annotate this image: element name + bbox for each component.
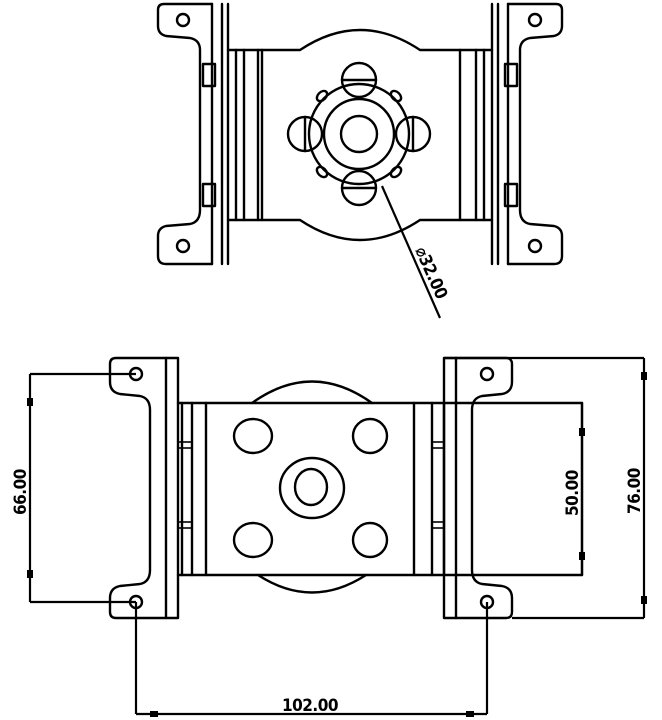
diameter-label: ⌀32.00: [410, 244, 450, 302]
dimension-66: 66.00: [11, 372, 136, 604]
output-shaft-inner: [293, 467, 329, 507]
top-right-hole-upper: [527, 12, 543, 28]
dimension-76: 76.00: [444, 356, 647, 620]
top-left-hole-lower: [175, 238, 191, 254]
top-view: ⌀32.00: [156, 2, 564, 319]
dimension-50: 50.00: [563, 403, 585, 575]
svg-text:102.00: 102.00: [282, 696, 338, 716]
svg-text:66.00: 66.00: [11, 469, 31, 515]
front-right-bracket: [442, 356, 514, 620]
top-right-hole-lower: [527, 238, 543, 254]
top-left-bracket: [156, 2, 214, 266]
front-hole-tl: [232, 417, 274, 455]
dimension-102: 102.00: [134, 602, 489, 717]
top-servo-body: [226, 28, 494, 242]
front-right-hole-upper: [479, 366, 495, 382]
diameter-leader: [380, 185, 442, 319]
servo-horn: [286, 61, 432, 207]
svg-text:50.00: 50.00: [563, 470, 583, 516]
svg-text:76.00: 76.00: [625, 468, 645, 514]
top-left-hole-upper: [175, 12, 191, 28]
front-hole-br: [351, 521, 389, 559]
front-left-bracket: [108, 356, 180, 620]
front-hole-tr: [351, 417, 389, 455]
front-view: 66.00 50.00 76.00 102.00: [11, 356, 647, 717]
top-right-bracket: [506, 2, 564, 266]
front-hole-bl: [232, 521, 274, 559]
output-shaft-outer: [278, 456, 346, 520]
